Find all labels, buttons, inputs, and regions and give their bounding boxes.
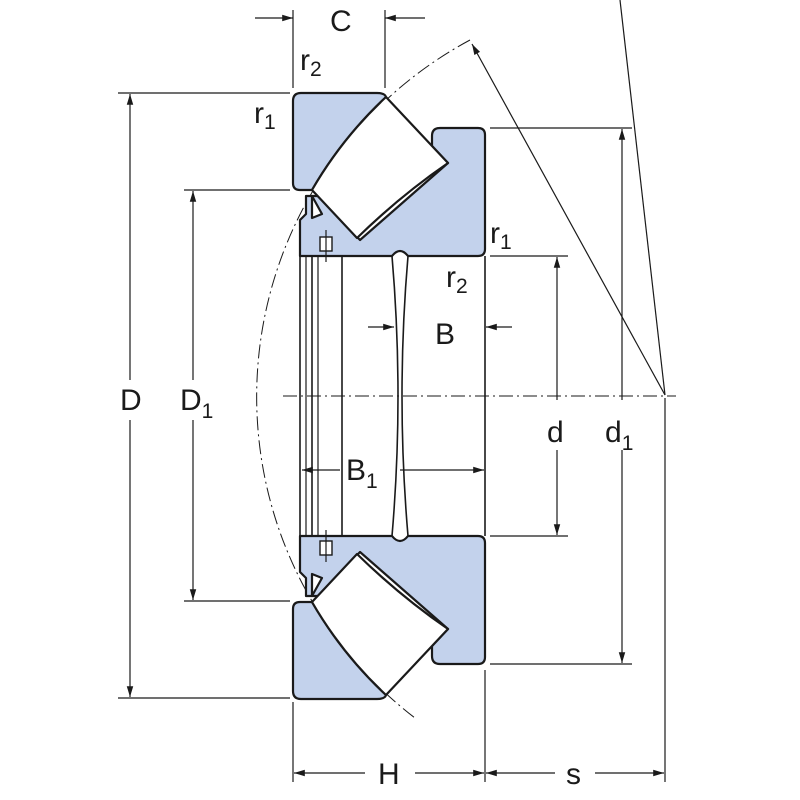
bearing-half-top (291, 91, 487, 262)
bearing-half-bottom (291, 528, 487, 701)
label-H: H (378, 758, 400, 791)
label-d: d (547, 416, 564, 449)
cage-tip (310, 194, 324, 220)
label-B1: B1 (346, 454, 378, 493)
label-D1: D1 (180, 384, 213, 423)
housing-washer (291, 91, 388, 192)
radius-line (471, 43, 666, 396)
label-d1: d1 (605, 416, 633, 455)
label-r2-right: r2 (446, 261, 468, 298)
inner-sleeve (299, 255, 486, 537)
shaft-washer (298, 126, 487, 258)
label-r2-top: r2 (300, 44, 322, 81)
roller (310, 95, 450, 240)
label-r1-right: r1 (490, 217, 512, 254)
label-s: s (566, 758, 581, 791)
axis-angle-line (619, 0, 666, 396)
label-D: D (120, 384, 142, 417)
label-B: B (435, 318, 455, 351)
label-C: C (330, 5, 352, 38)
label-r1-top: r1 (254, 97, 276, 134)
